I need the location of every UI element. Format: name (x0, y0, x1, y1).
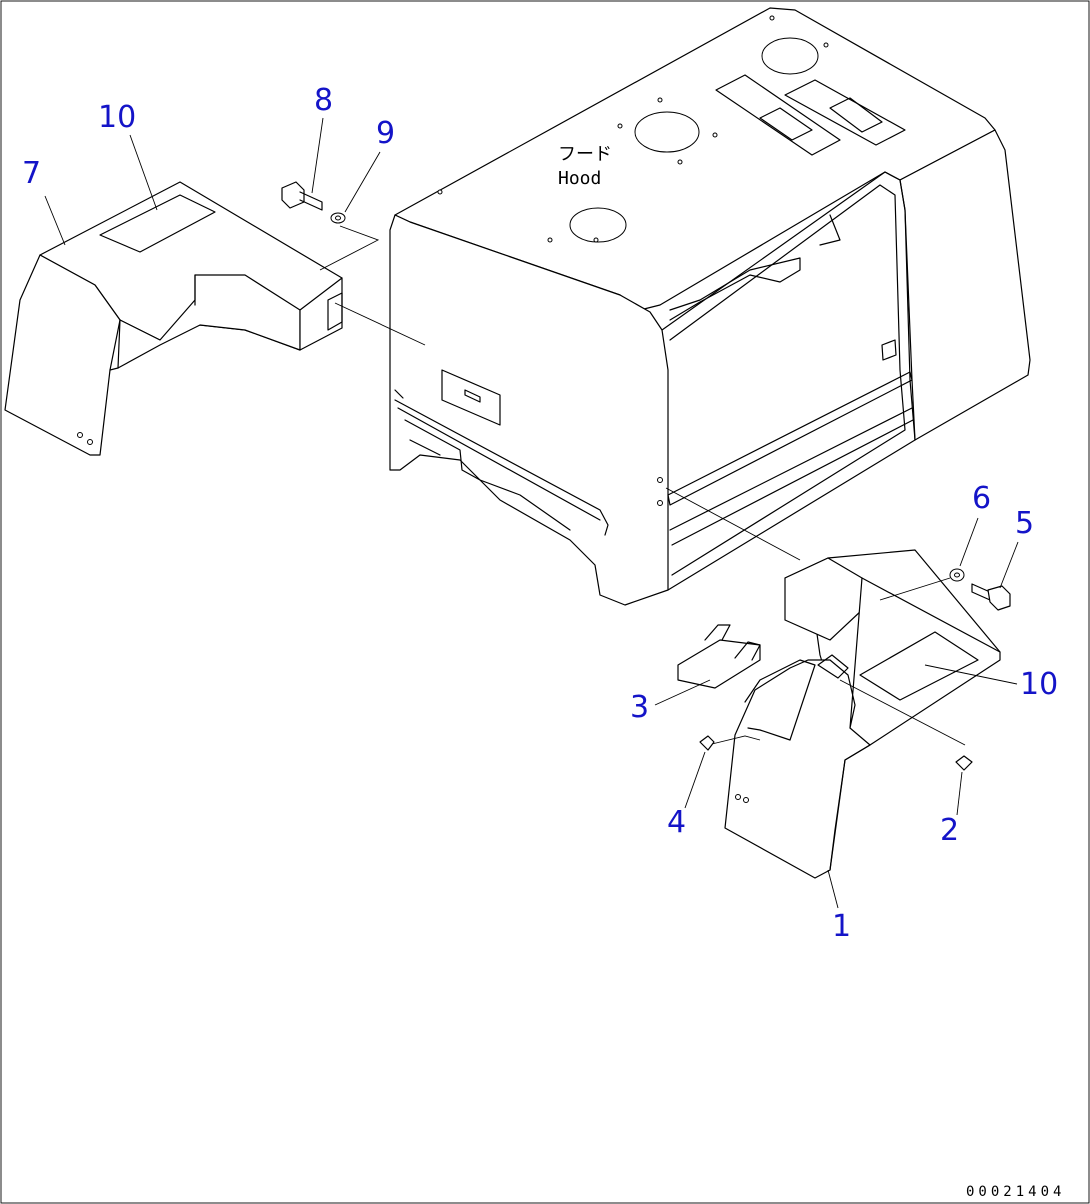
svg-text:5: 5 (1015, 506, 1034, 541)
hood-hole (617, 123, 623, 129)
hood-label-plate-a (715, 74, 841, 156)
hood-label-slot (759, 107, 813, 141)
hood-side-plate (441, 369, 501, 426)
right-fender-side (724, 577, 1001, 879)
svg-text:7: 7 (22, 156, 41, 191)
hood-left-face (389, 214, 669, 606)
hood-top-opening-front (569, 207, 627, 243)
left-fender-cover (4, 181, 343, 456)
svg-text:10: 10 (1020, 667, 1058, 702)
callout-10-left: 10 (98, 100, 158, 211)
clip-4 (699, 735, 715, 751)
callout-6: 6 (959, 481, 991, 567)
hood-inner-bracket (669, 214, 841, 321)
hood: フード Hood (389, 7, 1031, 606)
callout-9: 9 (344, 116, 395, 213)
hood-right-face (899, 129, 1031, 441)
svg-text:8: 8 (314, 83, 333, 118)
right-fender-arch (744, 659, 816, 741)
right-fender-hole (735, 794, 741, 800)
callout-8: 8 (311, 83, 333, 194)
svg-text:10: 10 (98, 100, 136, 135)
svg-text:3: 3 (630, 690, 649, 725)
hood-hole (547, 237, 553, 243)
right-cover-mount-line (665, 487, 951, 601)
left-fender-hole (77, 432, 83, 438)
right-fender-hole (743, 797, 749, 803)
bolt-5 (971, 583, 1011, 611)
hood-label-en: Hood (558, 168, 601, 189)
clip-2-guide-line (839, 679, 966, 746)
left-fender-edge (109, 274, 196, 371)
callout-10-right: 10 (924, 664, 1058, 702)
callout-2: 2 (940, 771, 963, 848)
callout-3: 3 (630, 679, 711, 725)
callout-5: 5 (999, 506, 1034, 589)
hood-front-opening (661, 171, 916, 591)
hood-hole (657, 97, 663, 103)
hood-label-slot-b (829, 97, 883, 133)
plate-3 (677, 624, 761, 689)
drawing-code: 00021404 (966, 1184, 1065, 1200)
hood-top-opening-middle (634, 111, 700, 153)
clip-4-guide-line (711, 735, 761, 745)
hood-lower-cutout (404, 419, 571, 531)
bolt-8 (281, 181, 323, 211)
right-fender-front (829, 727, 871, 871)
right-fender-label (859, 631, 979, 701)
hood-hole (769, 15, 775, 21)
left-fender-hole (87, 439, 93, 445)
svg-text:2: 2 (940, 813, 959, 848)
hood-hole (657, 500, 663, 506)
hood-lower-rail (667, 371, 914, 546)
washer-6 (949, 568, 965, 582)
hood-hole (593, 237, 599, 243)
left-fender-label (99, 194, 216, 253)
hood-top-opening-rear (761, 37, 819, 75)
hood-hole (712, 132, 718, 138)
right-fender-bracket (817, 654, 849, 679)
left-fender-box (299, 277, 343, 351)
clip-2 (955, 755, 973, 771)
bolt-8-guide-line (319, 225, 380, 271)
left-cover-mount-line (334, 302, 426, 346)
svg-text:4: 4 (667, 805, 686, 840)
callout-7: 7 (22, 156, 66, 246)
hood-label-plate-b (784, 79, 906, 146)
left-fender-box-tab (327, 292, 343, 331)
hood-hole (437, 189, 443, 195)
callout-4: 4 (667, 751, 706, 840)
hood-inner-slot (881, 339, 897, 361)
hood-hole (677, 159, 683, 165)
svg-text:6: 6 (972, 481, 991, 516)
left-fender-front (4, 254, 121, 456)
svg-text:1: 1 (832, 909, 851, 944)
hood-hole (823, 42, 829, 48)
hood-hole (657, 477, 663, 483)
hood-label-jp: フード (558, 144, 612, 165)
washer-9 (330, 212, 346, 224)
right-fender-cover (724, 549, 1001, 879)
hood-inner-opening (669, 184, 906, 576)
hood-left-front-edge (394, 389, 609, 536)
svg-text:9: 9 (376, 116, 395, 151)
callout-1: 1 (827, 869, 851, 944)
